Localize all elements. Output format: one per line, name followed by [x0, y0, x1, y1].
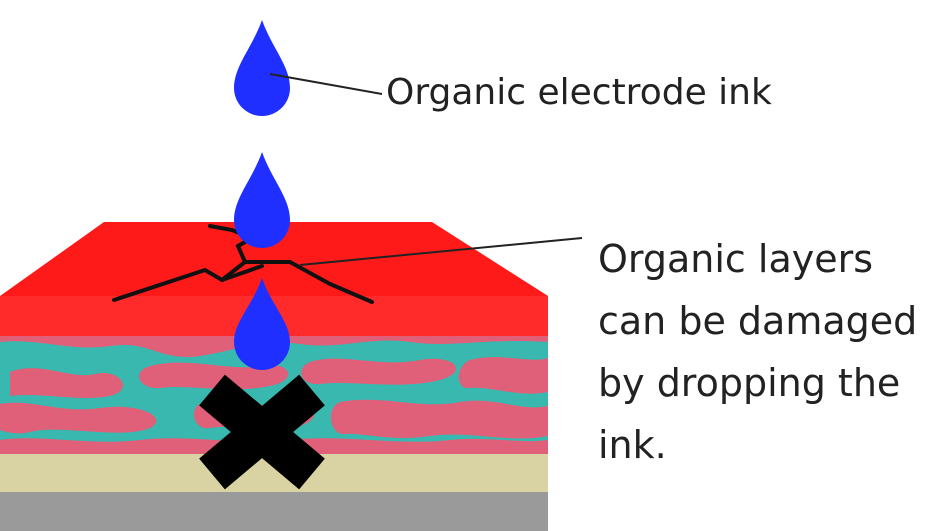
ink-drop-icon	[234, 20, 290, 116]
mixed-organic-layer	[0, 336, 548, 454]
ink-leader-line	[269, 73, 383, 95]
ink-drop-icon	[234, 278, 290, 370]
layer-stack	[0, 222, 548, 531]
crack-icon	[112, 224, 374, 304]
damage-label-line: can be damaged	[598, 299, 917, 343]
x-mark-icon	[199, 374, 325, 490]
damage-label-line: Organic layers	[598, 237, 873, 281]
ink-drops	[234, 20, 290, 370]
top-organic-layer-surface	[0, 222, 548, 296]
substrate-layer	[0, 490, 548, 531]
damage-leader-line	[299, 237, 583, 266]
ink-drop-icon	[234, 152, 290, 248]
damage-label: Organic layers can be damaged by droppin…	[598, 237, 917, 467]
ink-label: Organic electrode ink	[386, 72, 772, 113]
damage-label-line: ink.	[598, 423, 667, 467]
damage-label-line: by dropping the	[598, 361, 900, 405]
